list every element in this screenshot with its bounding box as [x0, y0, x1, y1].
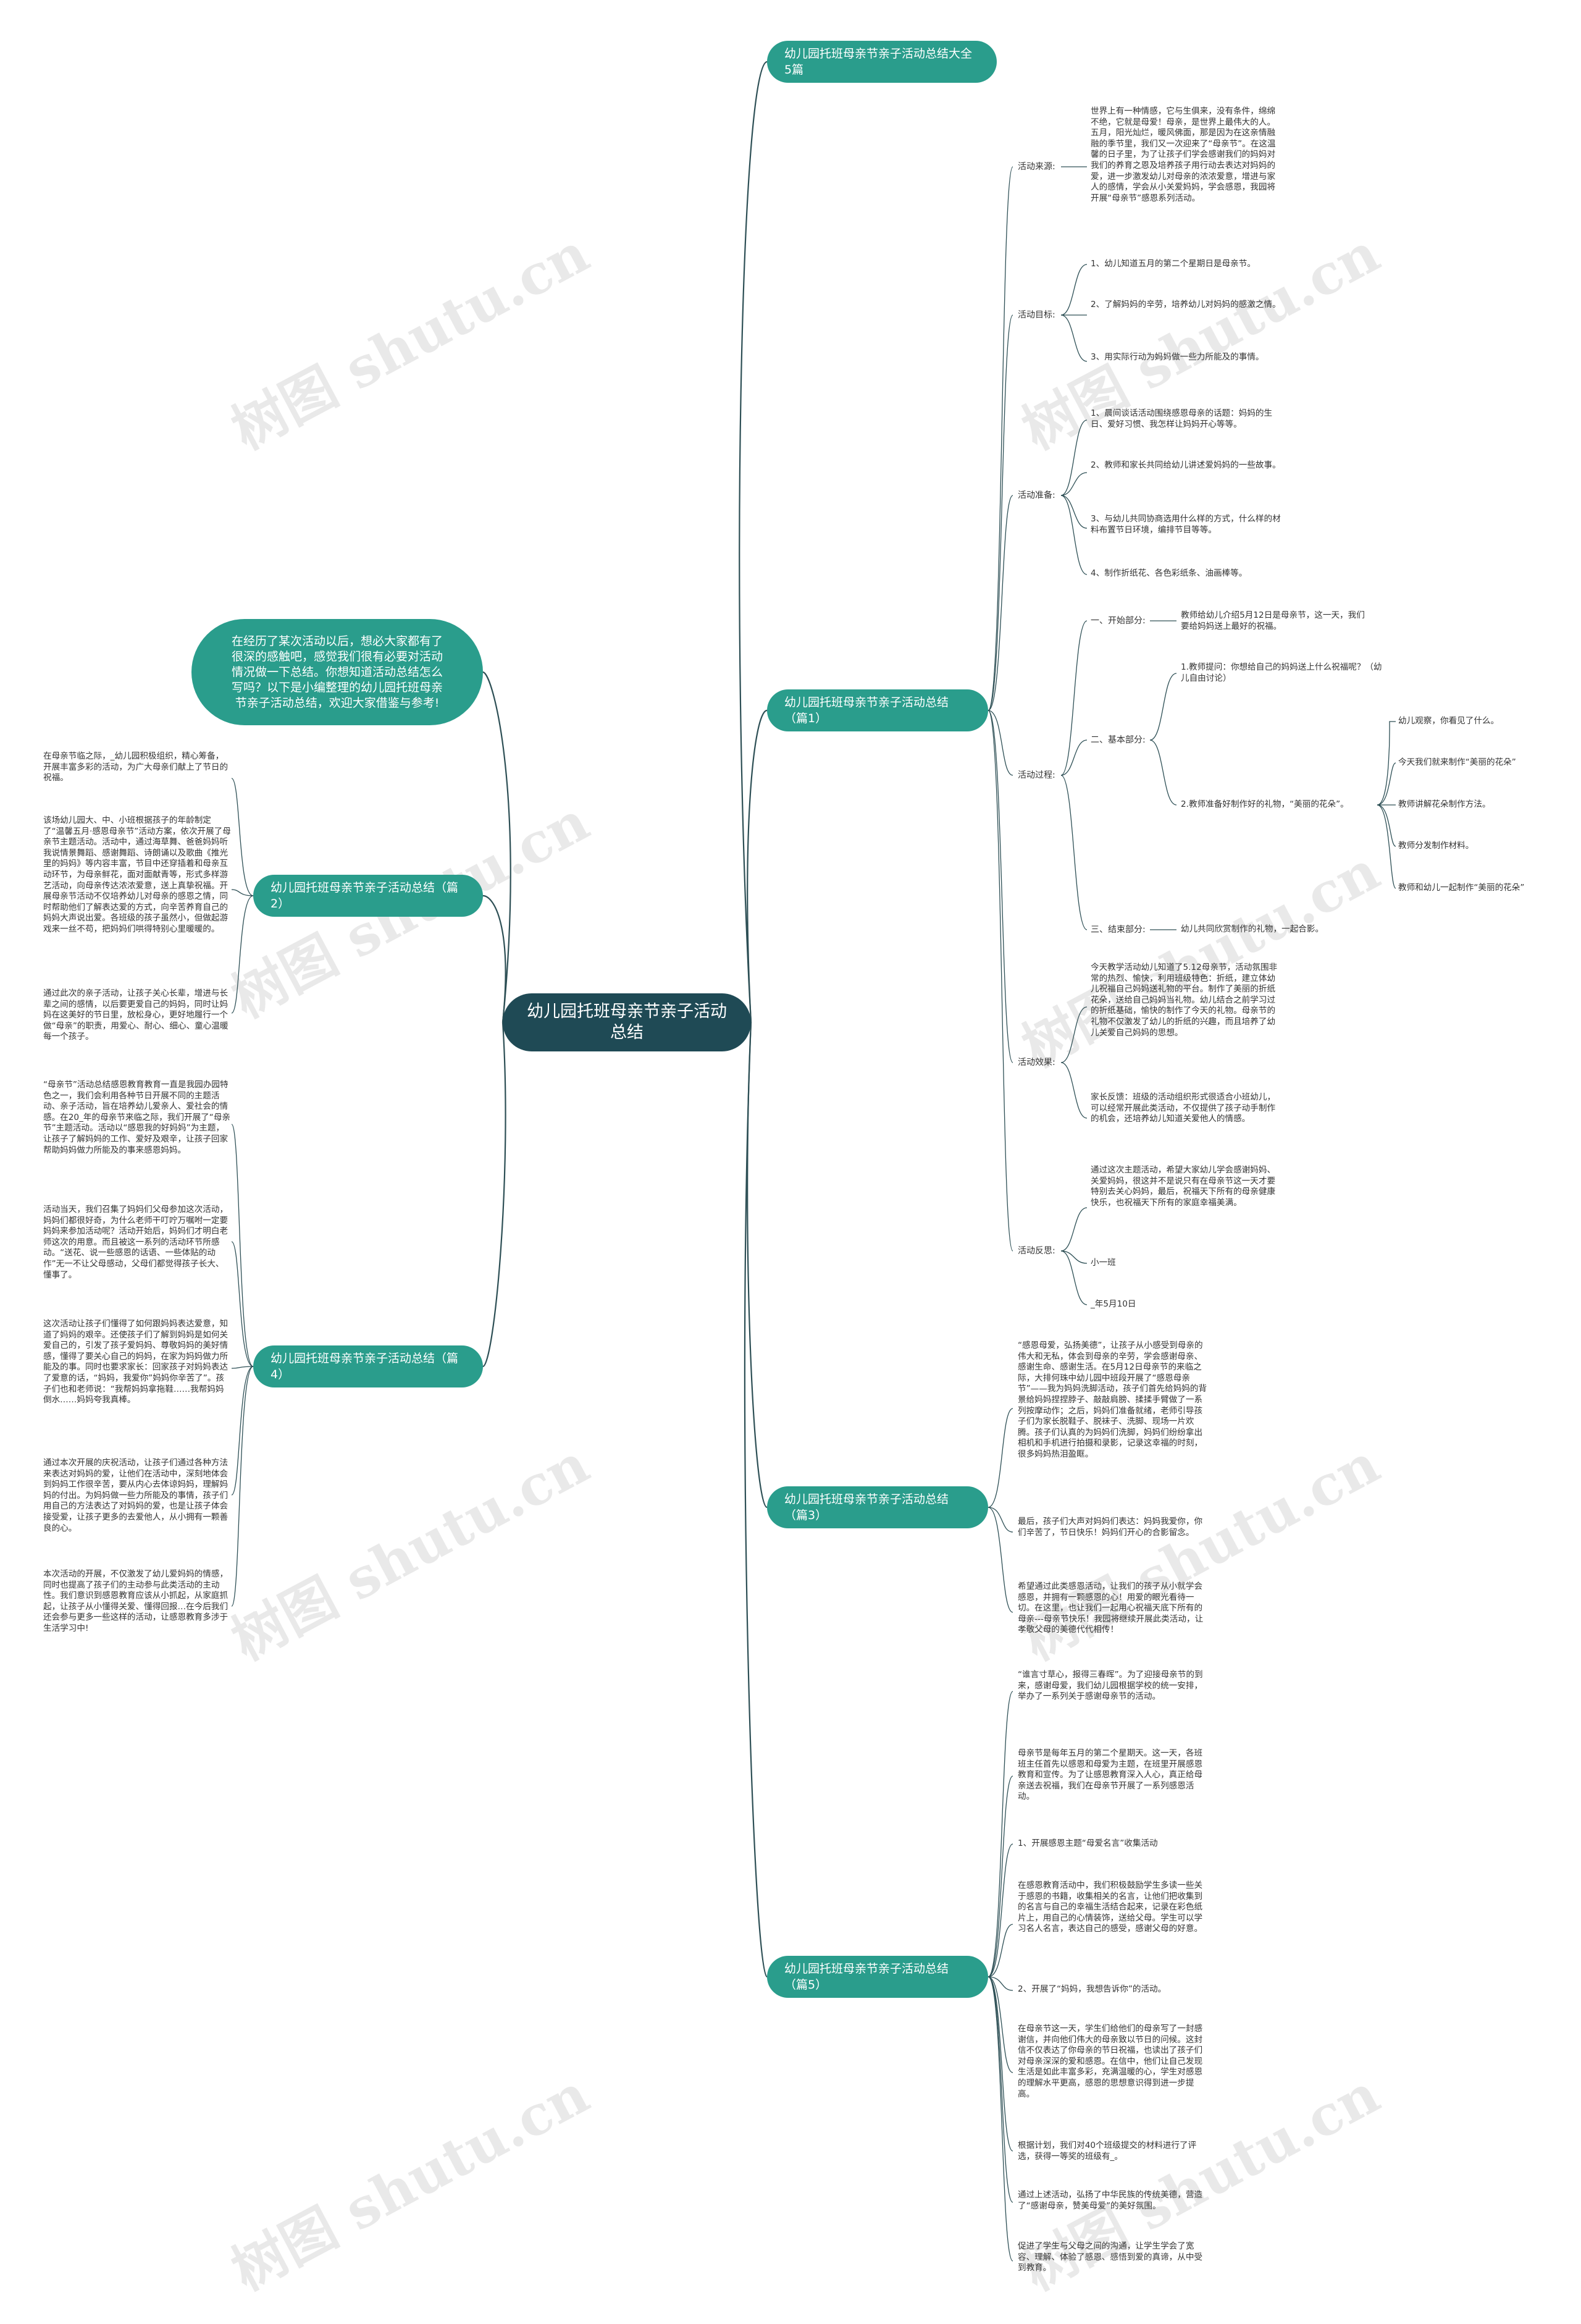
process-question-1: 1.教师提问：你想给自己的妈妈送上什么祝福呢？（幼儿自由讨论）	[1181, 662, 1382, 683]
label-goal: 活动目标:	[1018, 310, 1055, 320]
prep-item: 2、教师和家长共同给幼儿讲述爱妈妈的一些故事。	[1091, 460, 1281, 470]
goal-item: 1、幼儿知道五月的第二个星期日是母亲节。	[1091, 259, 1256, 269]
effect-text: 今天教学活动幼儿知道了5.12母亲节，活动氛围非常的热烈、愉快，利用班级特色：折…	[1091, 962, 1278, 1038]
page5-text: 母亲节是每年五月的第二个星期天。这一天，各班班主任首先以感恩和母爱为主题，在班里…	[1018, 1748, 1203, 1802]
page5-text: 通过上述活动，弘扬了中华民族的传统美德，营造了“感谢母亲，赞美母爱”的美好氛围。	[1018, 2190, 1203, 2211]
page4-text: 这次活动让孩子们懂得了如何跟妈妈表达爱意，知道了妈妈的艰辛。还使孩子们了解到妈妈…	[43, 1319, 229, 1405]
root-topic[interactable]: 幼儿园托班母亲节亲子活动总结	[503, 993, 751, 1051]
process-step: 教师和幼儿一起制作“美丽的花朵”	[1398, 883, 1525, 893]
reflection-date: _年5月10日	[1091, 1299, 1136, 1309]
source-text: 世界上有一种情感，它与生俱来，没有条件，绵绵不绝，它就是母爱！母亲，是世界上最伟…	[1091, 106, 1276, 203]
page5-text: 2、开展了“妈妈，我想告诉你”的活动。	[1018, 1984, 1167, 1994]
goal-item: 3、用实际行动为妈妈做一些力所能及的事情。	[1091, 352, 1264, 362]
reflection-text: 通过这次主题活动，希望大家幼儿学会感谢妈妈、关爱妈妈，很这并不是说只有在母亲节这…	[1091, 1165, 1276, 1208]
process-main-label: 二、基本部分:	[1091, 735, 1146, 745]
prep-item: 4、制作折纸花、各色彩纸条、油画棒等。	[1091, 568, 1248, 578]
page5-text: 在感恩教育活动中，我们积极鼓励学生多读一些关于感恩的书籍，收集相关的名言，让他们…	[1018, 1880, 1203, 1934]
page5-text: 根据计划，我们对40个班级提交的材料进行了评选，获得一等奖的班级有_。	[1018, 2141, 1197, 2162]
process-question-2: 2.教师准备好制作好的礼物，“美丽的花朵”。	[1181, 799, 1349, 809]
branch-overview[interactable]: 幼儿园托班母亲节亲子活动总结大全5篇	[767, 41, 997, 83]
page3-text: 最后，孩子们大声对妈妈们表达：妈妈我爱你，你们辛苦了，节日快乐！妈妈们开心的合影…	[1018, 1517, 1203, 1538]
branch-page-4[interactable]: 幼儿园托班母亲节亲子活动总结（篇4）	[253, 1345, 483, 1387]
process-start-label: 一、开始部分:	[1091, 616, 1146, 626]
page5-text: 促进了学生与父母之间的沟通，让学生学会了宽容、理解、体验了感恩、感悟到爱的真谛，…	[1018, 2241, 1203, 2273]
page4-text: 通过本次开展的庆祝活动，让孩子们通过各种方法来表达对妈妈的爱，让他们在活动中，深…	[43, 1458, 229, 1533]
process-end-text: 幼儿共同欣赏制作的礼物，一起合影。	[1181, 924, 1324, 934]
intro-bubble[interactable]: 在经历了某次活动以后，想必大家都有了很深的感触吧，感觉我们很有必要对活动情况做一…	[191, 619, 483, 725]
process-step: 教师分发制作材料。	[1398, 841, 1474, 851]
branch-page-2[interactable]: 幼儿园托班母亲节亲子活动总结（篇2）	[253, 875, 483, 917]
prep-item: 3、与幼儿共同协商选用什么样的方式，什么样的材料布置节日环境，编排节目等等。	[1091, 514, 1281, 535]
page2-text: 通过此次的亲子活动，让孩子关心长辈，增进与长辈之间的感情，以后要更爱自己的妈妈，…	[43, 988, 229, 1042]
goal-item: 2、了解妈妈的辛劳，培养幼儿对妈妈的感激之情。	[1091, 300, 1281, 309]
label-prep: 活动准备:	[1018, 490, 1055, 500]
branch-page-5[interactable]: 幼儿园托班母亲节亲子活动总结（篇5）	[767, 1956, 988, 1998]
branch-page-3[interactable]: 幼儿园托班母亲节亲子活动总结（篇3）	[767, 1486, 988, 1528]
label-reflection: 活动反思:	[1018, 1246, 1055, 1256]
reflection-class: 小一班	[1091, 1258, 1116, 1268]
prep-item: 1、晨间谈话活动围绕感恩母亲的话题：妈妈的生日、爱好习惯、我怎样让妈妈开心等等。	[1091, 408, 1273, 429]
label-effect: 活动效果:	[1018, 1058, 1055, 1067]
page4-text: 活动当天，我们召集了妈妈们父母参加这次活动，妈妈们都很好奇，为什么老师干叮咛万嘱…	[43, 1205, 229, 1280]
page3-text: “感恩母爱，弘扬美德”，让孩子从小感受到母亲的伟大和无私，体会到母亲的辛劳，学会…	[1018, 1341, 1207, 1459]
page2-text: 该场幼儿园大、中、小班根据孩子的年龄制定了“温馨五月·感恩母亲节”活动方案，依次…	[43, 815, 231, 934]
process-start-text: 教师给幼儿介绍5月12日是母亲节，这一天，我们要给妈妈送上最好的祝福。	[1181, 610, 1365, 631]
label-process: 活动过程:	[1018, 770, 1055, 780]
page2-text: 在母亲节临之际，_幼儿园积极组织，精心筹备，开展丰富多彩的活动，为广大母亲们献上…	[43, 751, 229, 783]
page3-text: 希望通过此类感恩活动，让我们的孩子从小就学会感恩，并拥有一颗感恩的心！用爱的眼光…	[1018, 1581, 1204, 1635]
branch-page-1[interactable]: 幼儿园托班母亲节亲子活动总结（篇1）	[767, 689, 988, 731]
page5-text: 在母亲节这一天，学生们给他们的母亲写了一封感谢信，并向他们伟大的母亲致以节日的问…	[1018, 2024, 1203, 2099]
page5-text: “谁言寸草心，报得三春晖”。为了迎接母亲节的到来，感谢母爱，我们幼儿园根据学校的…	[1018, 1670, 1203, 1702]
process-step: 幼儿观察，你看见了什么。	[1398, 716, 1499, 726]
page4-text: “母亲节”活动总结感恩教育教育一直是我园办园特色之一，我们会利用各种节日开展不同…	[43, 1080, 231, 1155]
effect-feedback: 家长反馈：班级的活动组织形式很适合小班幼儿，可以经常开展此类活动，不仅提供了孩子…	[1091, 1092, 1276, 1124]
page5-text: 1、开展感恩主题“母爱名言”收集活动	[1018, 1838, 1158, 1848]
page4-text: 本次活动的开展，不仅激发了幼儿爱妈妈的情感，同时也提高了孩子们的主动参与此类活动…	[43, 1569, 229, 1633]
process-step: 今天我们就来制作“美丽的花朵”	[1398, 757, 1516, 767]
process-step: 教师讲解花朵制作方法。	[1398, 799, 1491, 809]
process-end-label: 三、结束部分:	[1091, 925, 1146, 935]
label-source: 活动来源:	[1018, 162, 1055, 172]
